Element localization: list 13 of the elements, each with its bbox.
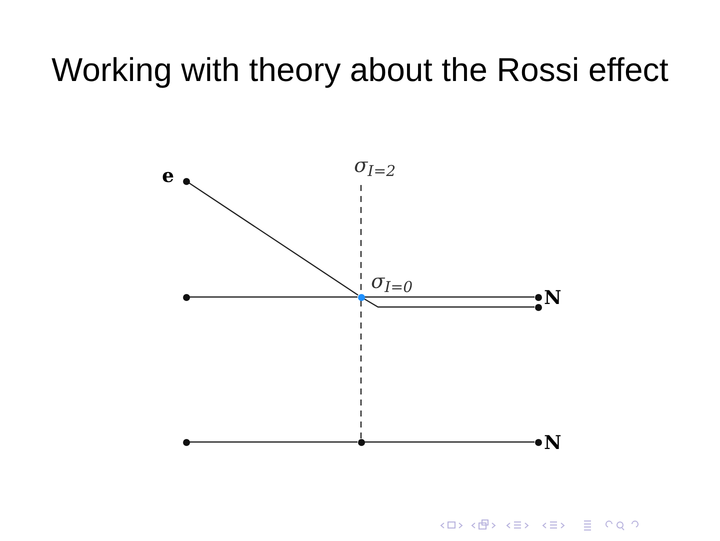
particle-label: e xyxy=(162,165,174,187)
cross-section-label: σ$_{I=0}$ xyxy=(371,268,413,294)
line xyxy=(364,296,534,298)
particle-label: N xyxy=(544,287,562,309)
particle-label: N xyxy=(544,432,562,454)
line xyxy=(190,441,358,443)
line xyxy=(190,296,358,298)
dashed-line xyxy=(360,300,362,438)
line xyxy=(364,441,534,443)
line xyxy=(364,298,534,308)
cross-section-label: σ$_{I=2}$ xyxy=(354,152,396,178)
line xyxy=(188,182,358,296)
slide-title: Working with theory about the Rossi effect xyxy=(50,50,670,90)
